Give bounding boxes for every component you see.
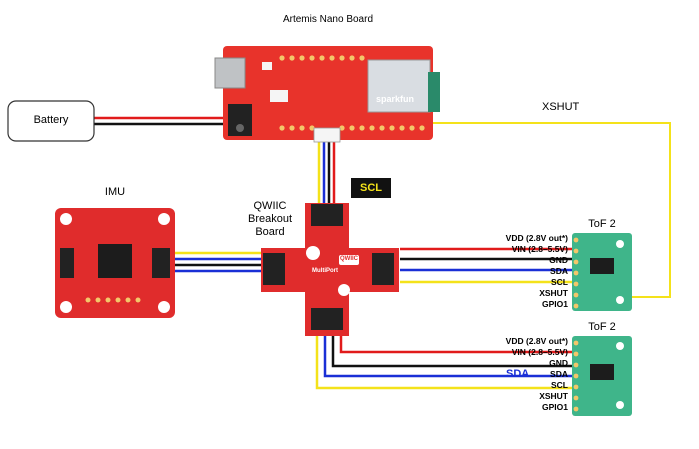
- artemis-title: Artemis Nano Board: [282, 14, 374, 25]
- tof2-wire-blue: [323, 332, 572, 378]
- qwiic-label-2: Breakout: [247, 213, 293, 225]
- tof2-pin-gpio1: GPIO1: [542, 402, 568, 412]
- tof2-pin-list: VDD (2.8V out*) VIN (2.8–5.5V) GND SDA S…: [440, 336, 568, 416]
- tof2-pin-scl: SCL: [551, 380, 568, 390]
- tof2-pin-sda: SDA: [550, 369, 568, 379]
- qwiic-multiport: [261, 203, 399, 336]
- battery-label: Battery: [33, 114, 69, 126]
- tof1-pin-gpio1: GPIO1: [542, 299, 568, 309]
- artemis-brand: sparkfun: [376, 94, 415, 104]
- tof1-title: ToF 2: [588, 218, 616, 230]
- tof1-pin-list: VDD (2.8V out*) VIN (2.8–5.5V) GND SDA S…: [440, 233, 568, 313]
- qwiic-brand: QWIIC: [340, 256, 358, 262]
- tof1-pin-sda: SDA: [550, 266, 568, 276]
- tof2-wire-yellow: [315, 332, 572, 390]
- qwiic-label-1: QWIIC: [253, 200, 287, 212]
- tof2-pin-xshut: XSHUT: [539, 391, 568, 401]
- tof2-pin-vdd: VDD (2.8V out*): [505, 336, 568, 346]
- tof1-pin-xshut: XSHUT: [539, 288, 568, 298]
- tof2-pin-vin: VIN (2.8–5.5V): [511, 347, 568, 357]
- imu-board: [55, 208, 175, 318]
- tof1-pin-vdd: VDD (2.8V out*): [505, 233, 568, 243]
- scl-label: SCL: [360, 182, 382, 194]
- scl-label-box: [351, 178, 391, 198]
- tof2-wire-red: [339, 332, 572, 354]
- tof1-board: [572, 233, 632, 311]
- tof2-wire-black: [331, 332, 572, 368]
- qwiic-label-3: Board: [255, 226, 285, 238]
- tof2-title: ToF 2: [588, 321, 616, 333]
- xshut-wire: [432, 122, 671, 298]
- tof1-pin-gnd: GND: [549, 255, 568, 265]
- xshut-label: XSHUT: [542, 101, 580, 113]
- battery-box: [7, 100, 95, 142]
- qwiic-sub: MultiPort: [312, 268, 338, 274]
- sda-label: SDA: [506, 368, 530, 380]
- tof2-pin-gnd: GND: [549, 358, 568, 368]
- artemis-board: [214, 46, 440, 143]
- tof2-board: [572, 336, 632, 416]
- tof1-pin-scl: SCL: [551, 277, 568, 287]
- imu-label: IMU: [104, 186, 126, 198]
- tof1-pin-vin: VIN (2.8–5.5V): [511, 244, 568, 254]
